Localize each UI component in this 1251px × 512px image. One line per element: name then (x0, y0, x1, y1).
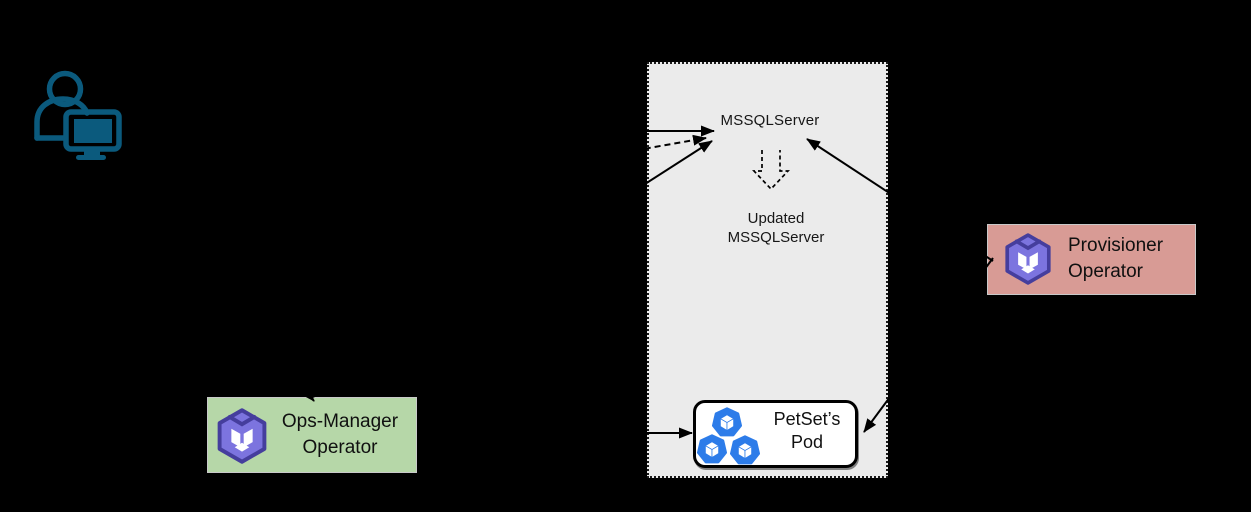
provisioner-operator-label: Provisioner Operator (1068, 233, 1198, 285)
operator-hexagon-cube-icon (217, 408, 267, 464)
monitor-screen (74, 119, 112, 143)
user-head (46, 70, 84, 108)
user-body (34, 96, 90, 141)
provisioner-label-line2: Operator (1068, 261, 1143, 282)
petset-pod-label-line2: Pod (790, 432, 824, 452)
ops-manager-label-line1: Ops-Manager (281, 411, 399, 432)
monitor-base (76, 155, 106, 160)
operator-hexagon-cube-icon (1005, 233, 1051, 285)
kubernetes-pod-cube-icon (730, 435, 760, 465)
monitor-stand (84, 148, 100, 156)
ops-manager-label-line2: Operator (302, 437, 378, 458)
updated-mssqlserver-label: Updated MSSQLServer (690, 209, 862, 247)
kubernetes-pod-cube-icon (697, 434, 727, 464)
ops-manager-operator-label: Ops-Manager Operator (265, 409, 415, 461)
petset-pod-label-line1: PetSet’s (773, 409, 841, 429)
petset-pod-label: PetSet’s Pod (757, 408, 857, 454)
user-at-computer-icon (34, 70, 122, 160)
updated-label-line2: MSSQLServer (727, 229, 825, 246)
provisioner-label-line1: Provisioner (1068, 235, 1164, 256)
updated-label-line1: Updated (747, 210, 805, 227)
arrow-user-to-ops-manager (109, 159, 315, 402)
mssqlserver-label: MSSQLServer (720, 112, 820, 129)
kubernetes-pod-cube-icon (712, 407, 742, 437)
arrow-watch-mssqlserver-dashed (299, 134, 707, 210)
